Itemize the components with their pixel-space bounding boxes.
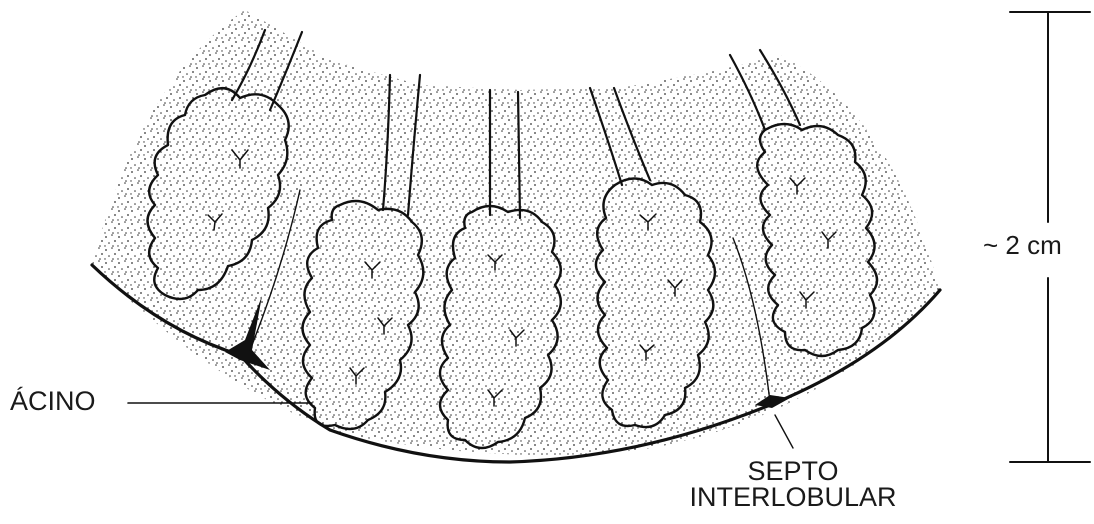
acino-label: ÁCINO: [10, 388, 96, 414]
septo-leader-line: [775, 415, 793, 448]
septo-label-line1: SEPTO: [688, 458, 898, 484]
scale-label: ~ 2 cm: [983, 232, 1062, 258]
septo-label-line2: INTERLOBULAR: [688, 484, 898, 510]
septo-interlobular-label: SEPTO INTERLOBULAR: [688, 458, 898, 510]
stroma-region: [92, 10, 940, 455]
